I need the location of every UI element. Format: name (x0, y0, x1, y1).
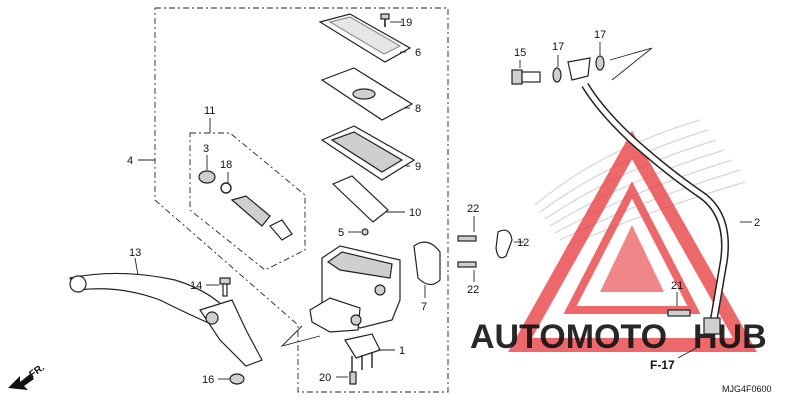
callout-11: 11 (204, 105, 215, 117)
callout-5: 5 (338, 227, 344, 239)
group-frame-11 (189, 132, 306, 271)
callout-18: 18 (220, 159, 232, 171)
watermark-auto-text: AUTOMOTO (470, 318, 667, 356)
callout-16: 16 (202, 374, 214, 386)
part-8-plate (320, 67, 414, 121)
reference-f17: F-17 (650, 358, 675, 372)
part-19-screw (380, 13, 402, 27)
part-16-nut (218, 373, 245, 385)
callout-17-right: 17 (594, 29, 606, 41)
part-21-bolt (667, 292, 691, 317)
callout-21: 21 (671, 280, 683, 292)
part-10-plate (331, 175, 405, 223)
callout-15: 15 (514, 47, 526, 59)
honda-wing-watermark (534, 119, 746, 248)
part-7-clamp (413, 241, 441, 298)
callout-17-left: 17 (552, 41, 564, 53)
part-20-screw (336, 371, 357, 385)
part-22-lower-bolt (457, 261, 477, 282)
part-3-boot (198, 155, 216, 184)
part-14-pivot-bolt (206, 277, 231, 297)
callout-14: 14 (190, 280, 202, 292)
group-frame-4 (154, 7, 449, 393)
callout-13: 13 (129, 247, 141, 259)
callout-19: 19 (400, 17, 412, 29)
part-9-diaphragm (320, 125, 416, 181)
callout-3: 3 (203, 143, 209, 155)
part-master-cylinder-body (309, 245, 401, 333)
callout-8: 8 (415, 103, 421, 115)
part-22-upper-bolt (457, 216, 477, 242)
callout-6: 6 (415, 47, 421, 59)
part-6-reservoir-cap (318, 13, 412, 63)
callout-1: 1 (399, 345, 405, 357)
automotohub-triangle-logo (508, 130, 757, 352)
callout-22-lower: 22 (467, 284, 479, 296)
part-17-washer-a (552, 55, 562, 83)
part-15-banjo-bolt (511, 60, 541, 85)
part-17-washer-b (595, 42, 605, 71)
part-12-holder (495, 229, 524, 259)
callout-22-upper: 22 (467, 203, 479, 215)
part-18-circlip (220, 172, 232, 194)
callout-7: 7 (421, 301, 427, 313)
callout-20: 20 (319, 372, 331, 384)
diagram-code: MJG4F0600 (722, 384, 772, 394)
callout-9: 9 (415, 161, 421, 173)
callout-12: 12 (517, 237, 529, 249)
part-1-brake-switch (344, 333, 395, 372)
part-5-screw (348, 228, 369, 236)
leader-lines (138, 47, 701, 359)
callout-numbers: 19 6 8 9 10 5 7 1 20 4 11 3 18 13 14 16 … (127, 17, 760, 386)
callout-2: 2 (754, 217, 760, 229)
front-direction-arrow: FR. (8, 362, 47, 390)
part-piston-assembly (230, 195, 293, 241)
callout-4: 4 (127, 155, 133, 167)
part-2-brake-hose (567, 57, 752, 335)
callout-10: 10 (409, 207, 421, 219)
automotohub-wordmark: AUTOMOTO HUB (470, 318, 767, 356)
part-13-brake-lever (69, 257, 263, 367)
